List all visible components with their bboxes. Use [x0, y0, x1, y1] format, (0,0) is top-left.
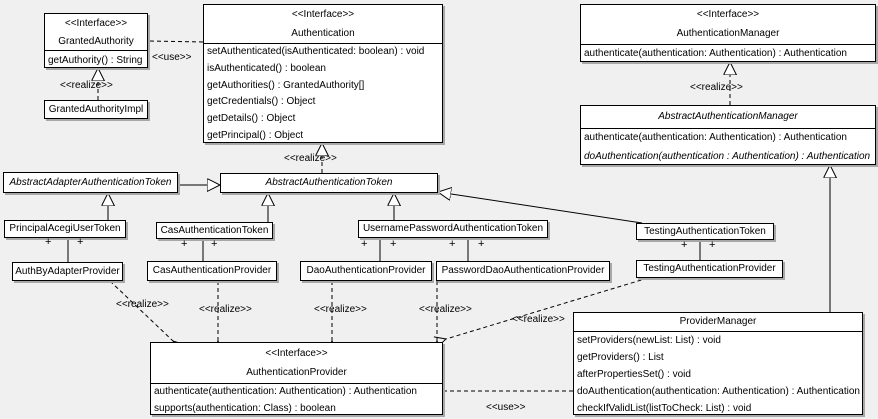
class-abstract-adapter-authentication-token[interactable]: AbstractAdapterAuthenticationToken: [3, 172, 178, 193]
stereotype-label: <<Interface>>: [265, 348, 328, 359]
class-name: AbstractAdapterAuthenticationToken: [9, 177, 172, 188]
multiplicity-plus: +: [449, 238, 456, 250]
realize-label: <<realize>>: [512, 314, 565, 325]
class-granted-authority[interactable]: <<Interface>> GrantedAuthority getAuthor…: [44, 13, 148, 68]
method-row: doAuthentication(authentication: Authent…: [577, 386, 860, 397]
class-name: TestingAuthenticationToken: [644, 226, 766, 237]
class-testing-authentication-provider[interactable]: TestingAuthenticationProvider: [636, 260, 783, 278]
realize-label: <<realize>>: [116, 299, 169, 310]
method-row: authenticate(authentication: Authenticat…: [584, 132, 847, 143]
class-name: ProviderManager: [679, 316, 757, 327]
multiplicity-plus: +: [361, 238, 368, 250]
method-row: authenticate(authentication: Authenticat…: [584, 48, 847, 59]
stereotype-label: <<Interface>>: [696, 9, 760, 20]
class-name: CasAuthenticationProvider: [152, 265, 272, 276]
multiplicity-plus: +: [45, 236, 52, 248]
class-header: <<Interface>> GrantedAuthority: [45, 14, 147, 50]
class-header: <<Interface>> Authentication: [204, 5, 442, 43]
method-row: getAuthorities() : GrantedAuthority[]: [207, 79, 365, 91]
method-row: getDetails() : Object: [207, 113, 296, 125]
method-row: setProviders(newList: List) : void: [577, 335, 721, 346]
method-row: getAuthority() : String: [48, 55, 143, 66]
stereotype-label: <<Interface>>: [291, 9, 355, 20]
multiplicity-plus: +: [390, 238, 397, 250]
class-granted-authority-impl[interactable]: GrantedAuthorityImpl: [44, 100, 148, 119]
methods-compartment: authenticate(authentication: Authenticat…: [581, 128, 875, 166]
stereotype-label: <<Interface>>: [64, 18, 128, 29]
realize-label: <<realize>>: [690, 82, 743, 93]
class-provider-manager[interactable]: ProviderManager setProviders(newList: Li…: [573, 312, 863, 415]
methods-compartment: authenticate(authentication: Authenticat…: [581, 44, 875, 63]
realize-label: <<realize>>: [314, 304, 367, 315]
class-auth-by-adapter-provider[interactable]: AuthByAdapterProvider: [12, 262, 123, 281]
class-authentication-provider[interactable]: <<Interface>> AuthenticationProvider aut…: [150, 342, 443, 415]
class-authentication-manager[interactable]: <<Interface>> AuthenticationManager auth…: [580, 4, 876, 62]
class-principal-acegi-user-token[interactable]: PrincipalAcegiUserToken: [4, 220, 126, 238]
multiplicity-plus: +: [709, 239, 716, 251]
multiplicity-plus: +: [211, 238, 218, 250]
class-cas-authentication-token[interactable]: CasAuthenticationToken: [156, 222, 273, 239]
class-name: AbstractAuthenticationManager: [658, 111, 798, 122]
class-name: PasswordDaoAuthenticationProvider: [441, 265, 605, 276]
class-username-password-authentication-token[interactable]: UsernamePasswordAuthenticationToken: [358, 220, 548, 238]
multiplicity-plus: +: [478, 238, 485, 250]
class-testing-authentication-token[interactable]: TestingAuthenticationToken: [636, 223, 774, 240]
methods-compartment: setProviders(newList: List) : void getPr…: [574, 331, 862, 417]
class-name: Authentication: [291, 28, 355, 39]
method-row: isAuthenticated() : boolean: [207, 62, 326, 74]
class-header: <<Interface>> AuthenticationManager: [581, 5, 875, 44]
class-name: AuthenticationProvider: [246, 367, 347, 378]
class-name: CasAuthenticationToken: [160, 225, 269, 236]
edge-use-authentication-grantedauthority: [148, 41, 204, 42]
class-abstract-authentication-token[interactable]: AbstractAuthenticationToken: [220, 173, 438, 193]
methods-compartment: authenticate(authentication: Authenticat…: [151, 383, 442, 417]
class-abstract-authentication-manager[interactable]: AbstractAuthenticationManager authentica…: [580, 105, 876, 165]
use-label: <<use>>: [486, 402, 526, 413]
methods-compartment: setAuthenticated(isAuthenticated: boolea…: [204, 43, 442, 145]
class-name: AuthenticationManager: [676, 28, 780, 39]
method-row: afterPropertiesSet() : void: [577, 369, 691, 380]
class-name: GrantedAuthorityImpl: [48, 104, 144, 115]
edge-realize-authbyadapter-provider: [109, 280, 173, 341]
multiplicity-plus: +: [181, 238, 188, 250]
method-row: authenticate(authentication: Authenticat…: [154, 386, 417, 397]
realize-label: <<realize>>: [199, 304, 252, 315]
realize-label: <<realize>>: [60, 80, 113, 91]
edge-realize-testing-provider: [446, 277, 649, 339]
class-name: PrincipalAcegiUserToken: [9, 223, 121, 234]
class-name: AuthByAdapterProvider: [15, 266, 120, 277]
multiplicity-plus: +: [77, 236, 84, 248]
method-row: getProviders() : List: [577, 352, 664, 363]
method-row: supports(authentication: Class) : boolea…: [154, 402, 336, 414]
class-name: GrantedAuthority: [58, 36, 134, 47]
edge-gen-testing-token: [438, 192, 643, 224]
class-name: UsernamePasswordAuthenticationToken: [362, 223, 544, 234]
class-header: <<Interface>> AuthenticationProvider: [151, 343, 442, 383]
class-cas-authentication-provider[interactable]: CasAuthenticationProvider: [147, 261, 277, 281]
method-row: doAuthentication(authentication : Authen…: [584, 150, 871, 162]
realize-label: <<realize>>: [419, 304, 472, 315]
use-label: <<use>>: [152, 52, 192, 63]
class-name: DaoAuthenticationProvider: [306, 265, 426, 276]
class-authentication[interactable]: <<Interface>> Authentication setAuthenti…: [203, 4, 443, 143]
method-row: checkIfValidList(listToCheck: List) : vo…: [577, 403, 752, 414]
method-row: getPrincipal() : Object: [207, 129, 304, 141]
multiplicity-plus: +: [681, 239, 688, 251]
class-name: TestingAuthenticationProvider: [643, 263, 776, 274]
method-row: setAuthenticated(isAuthenticated: boolea…: [207, 46, 425, 57]
class-name: AbstractAuthenticationToken: [265, 177, 393, 188]
method-row: getCredentials() : Object: [207, 96, 316, 108]
class-dao-authentication-provider[interactable]: DaoAuthenticationProvider: [300, 261, 432, 281]
realize-label: <<realize>>: [284, 153, 337, 164]
methods-compartment: getAuthority() : String: [45, 50, 147, 70]
class-password-dao-authentication-provider[interactable]: PasswordDaoAuthenticationProvider: [436, 261, 610, 281]
